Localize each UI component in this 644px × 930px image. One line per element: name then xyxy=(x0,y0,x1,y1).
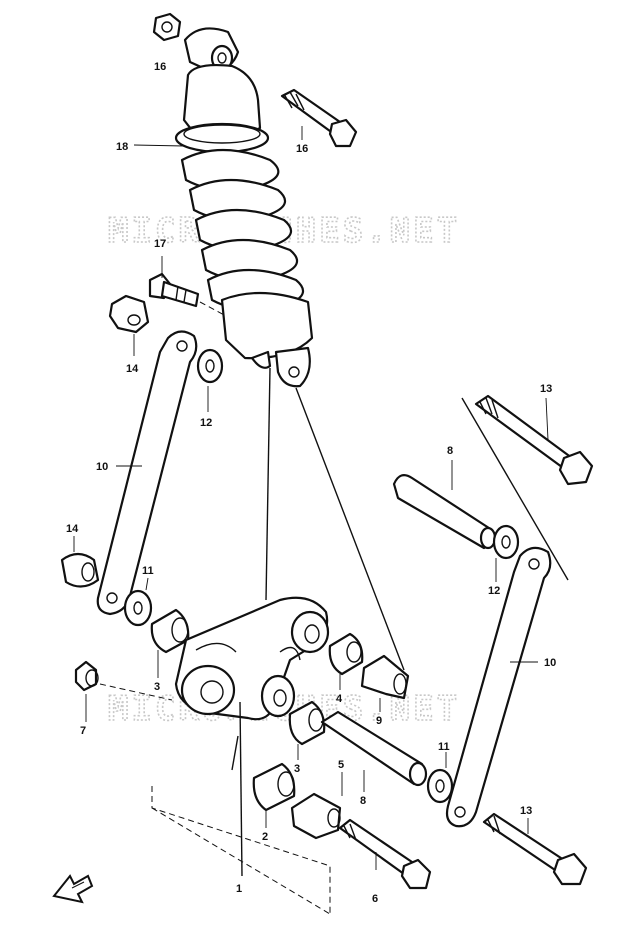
label-10-right: 10 xyxy=(544,657,556,669)
label-4: 4 xyxy=(336,693,343,705)
label-2: 2 xyxy=(262,831,268,843)
label-3-upper: 3 xyxy=(154,681,160,693)
bearing-3-upper xyxy=(150,608,190,654)
label-14-lower: 14 xyxy=(66,523,79,535)
label-8-lower: 8 xyxy=(360,795,366,807)
label-16-top: 16 xyxy=(154,61,166,73)
label-18: 18 xyxy=(116,141,128,153)
label-1: 1 xyxy=(236,883,242,895)
shaft-8-upper xyxy=(392,474,497,550)
cushion-lever-1 xyxy=(174,596,330,721)
bolt-13-upper xyxy=(474,394,594,486)
label-7: 7 xyxy=(80,725,86,737)
label-12-right: 12 xyxy=(488,585,500,597)
washer-12-right xyxy=(492,524,520,560)
leader-lines xyxy=(73,126,549,870)
front-arrow-icon xyxy=(52,874,94,904)
part-labels: 16 16 18 17 14 12 10 13 8 14 11 12 10 3 … xyxy=(66,61,556,905)
bolt-16 xyxy=(280,88,358,148)
label-3-lower: 3 xyxy=(294,763,300,775)
label-17: 17 xyxy=(154,238,166,250)
spacer-9 xyxy=(360,654,410,700)
assembly-lines xyxy=(151,367,569,915)
bolt-7 xyxy=(74,660,173,701)
label-14-upper: 14 xyxy=(126,363,139,375)
bolt-6 xyxy=(338,818,432,890)
bolt-17 xyxy=(148,272,227,317)
label-8-upper: 8 xyxy=(447,445,453,457)
bolt-13-lower xyxy=(482,812,588,886)
label-12-upper: 12 xyxy=(200,417,212,429)
label-10-left: 10 xyxy=(96,461,108,473)
label-9: 9 xyxy=(376,715,382,727)
nut-16-top xyxy=(152,12,182,42)
bearing-4 xyxy=(328,632,364,676)
label-16-bolt: 16 xyxy=(296,143,308,155)
label-6: 6 xyxy=(372,893,378,905)
bearing-2 xyxy=(252,762,296,812)
label-11-left: 11 xyxy=(142,565,154,577)
label-11-right: 11 xyxy=(438,741,450,753)
label-13-upper: 13 xyxy=(540,383,552,395)
collar-14-lower xyxy=(60,552,100,588)
label-13-lower: 13 xyxy=(520,805,532,817)
shaft-8-lower xyxy=(320,710,428,787)
washer-11-right xyxy=(426,768,454,804)
nut-14-upper xyxy=(108,294,150,334)
label-5: 5 xyxy=(338,759,344,771)
washer-11-left xyxy=(123,589,153,627)
washer-12-upper xyxy=(196,348,224,384)
tie-rod-10-right xyxy=(445,546,552,828)
spacer-5 xyxy=(290,792,342,840)
shock-absorber xyxy=(174,27,314,388)
bearing-3-lower xyxy=(288,700,326,746)
